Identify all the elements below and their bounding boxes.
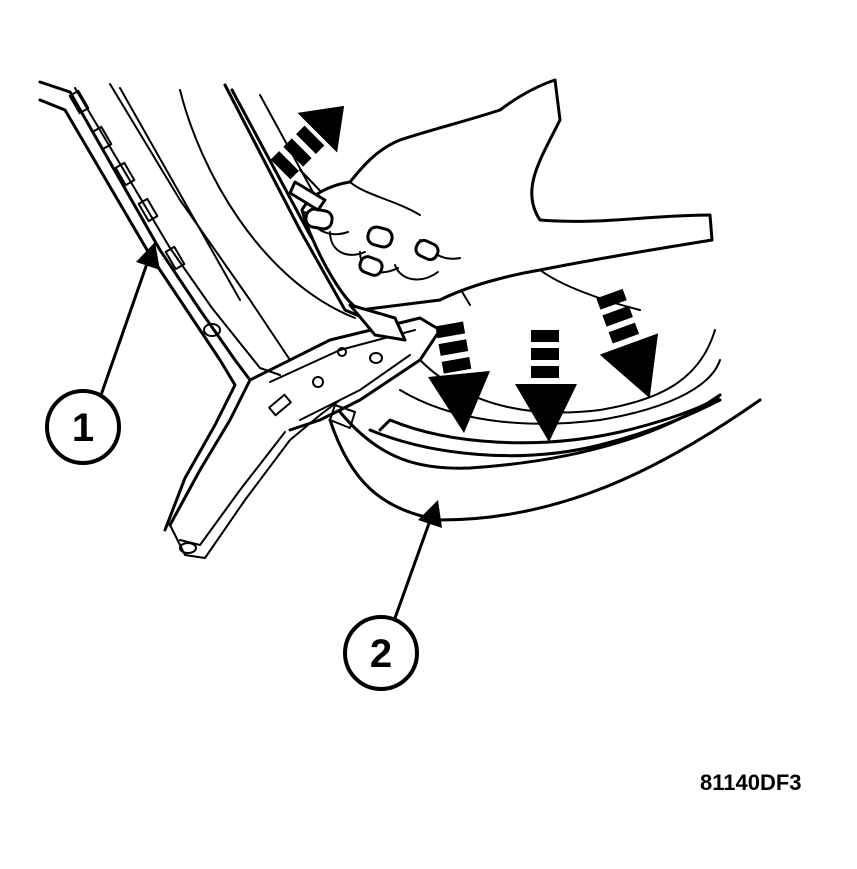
callout-1: 1 — [45, 242, 160, 465]
callout-label-1: 1 — [72, 406, 94, 450]
direction-arrow-icon — [515, 330, 577, 442]
pointer-arrow-icon — [418, 500, 442, 528]
pillar-bracket — [38, 80, 341, 559]
direction-arrow-icon — [270, 105, 345, 180]
callout-2: 2 — [343, 500, 442, 691]
direction-arrow-icon — [596, 288, 659, 399]
callout-label-2: 2 — [370, 632, 392, 676]
direction-arrow-icon — [428, 321, 490, 433]
figure-id: 81140DF3 — [700, 770, 802, 795]
pointer-arrow-icon — [136, 242, 160, 270]
hinge-plate — [248, 316, 442, 432]
weatherstrip-seal — [328, 329, 762, 522]
hand — [288, 78, 714, 342]
